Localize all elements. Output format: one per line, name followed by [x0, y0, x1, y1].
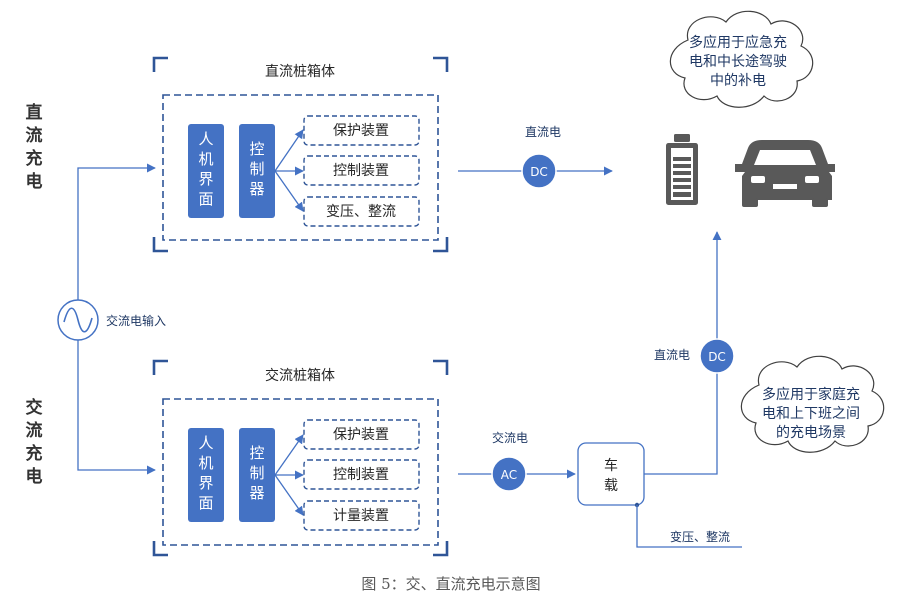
charger-note: 变压、整流: [670, 529, 730, 544]
svg-text:控: 控: [249, 444, 264, 462]
svg-text:载: 载: [604, 478, 618, 494]
svg-text:界: 界: [198, 474, 213, 492]
ac-node: AC: [491, 456, 527, 492]
svg-text:车: 车: [604, 457, 618, 474]
svg-text:计量装置: 计量装置: [333, 508, 389, 524]
svg-text:器: 器: [249, 180, 264, 198]
svg-text:人: 人: [198, 434, 213, 452]
ac-node-label: 交流电: [492, 430, 528, 445]
svg-text:面: 面: [198, 494, 213, 512]
svg-text:机: 机: [198, 150, 213, 168]
cloud-bottom: 多应用于家庭充 电和上下班之间 的充电场景: [740, 355, 885, 453]
ac-source-icon: [57, 299, 99, 341]
svg-text:电: 电: [26, 171, 43, 192]
svg-text:DC: DC: [530, 165, 548, 179]
svg-text:DC: DC: [708, 350, 726, 364]
figure-caption: 图 5：交、直流充电示意图: [361, 575, 540, 593]
dc-item-control: 控制装置: [303, 155, 420, 186]
svg-text:控制装置: 控制装置: [333, 467, 389, 483]
dc-item-rectifier: 变压、整流: [303, 196, 420, 227]
svg-text:人: 人: [198, 130, 213, 148]
svg-text:的充电场景: 的充电场景: [776, 425, 846, 441]
dc-node-right-label: 直流电: [654, 348, 690, 362]
side-label-dc: 直 流 充 电: [26, 102, 43, 192]
ac-cabinet-box: [162, 398, 439, 546]
svg-text:AC: AC: [501, 468, 517, 482]
car-icon: [735, 140, 835, 207]
dc-cabinet: 直流桩箱体 人 机 界 面 控 制 器 保护装置 控制装置 变压、整流: [152, 56, 449, 253]
svg-text:面: 面: [198, 190, 213, 208]
dc-cabinet-box: [162, 94, 439, 241]
dc-node-top-label: 直流电: [525, 125, 561, 139]
svg-text:变压、整流: 变压、整流: [326, 204, 396, 220]
ac-item-protection: 保护装置: [303, 419, 420, 450]
source-to-ac-line: [77, 340, 156, 475]
dc-return-line: [644, 231, 722, 475]
dc-node-right: DC: [699, 338, 735, 374]
svg-text:充: 充: [26, 443, 43, 464]
battery-icon: [666, 134, 698, 205]
charger-note-line: [636, 505, 742, 548]
svg-text:交: 交: [26, 397, 43, 418]
svg-text:控制装置: 控制装置: [333, 163, 389, 179]
svg-text:制: 制: [249, 464, 264, 482]
dc-item-protection: 保护装置: [303, 115, 420, 146]
svg-text:器: 器: [249, 484, 264, 502]
svg-text:中的补电: 中的补电: [710, 73, 766, 89]
svg-text:电和上下班之间: 电和上下班之间: [762, 406, 860, 422]
dc-node-top: DC: [521, 153, 557, 189]
svg-text:保护装置: 保护装置: [333, 123, 389, 139]
svg-text:控: 控: [249, 140, 264, 158]
svg-text:直: 直: [26, 102, 43, 123]
ac-controller-block: 控 制 器: [239, 428, 275, 522]
ac-input-label: 交流电输入: [106, 313, 166, 328]
svg-text:电: 电: [26, 466, 43, 487]
ac-item-control: 控制装置: [303, 459, 420, 490]
ac-cabinet: 交流桩箱体 人 机 界 面 控 制 器 保护装置 控制装置 计量装置: [152, 359, 449, 557]
dc-hmi-block: 人 机 界 面: [188, 124, 224, 218]
svg-text:充: 充: [26, 148, 43, 169]
svg-text:多应用于家庭充: 多应用于家庭充: [762, 386, 860, 403]
cloud-top: 多应用于应急充 电和中长途驾驶 中的补电: [669, 10, 814, 108]
svg-text:流: 流: [26, 125, 43, 146]
svg-text:多应用于应急充: 多应用于应急充: [689, 34, 787, 51]
ac-item-metering: 计量装置: [303, 500, 420, 531]
side-label-ac: 交 流 充 电: [26, 397, 43, 487]
svg-text:保护装置: 保护装置: [333, 427, 389, 443]
ac-cabinet-title: 交流桩箱体: [265, 367, 335, 384]
dc-cabinet-title: 直流桩箱体: [265, 63, 335, 80]
svg-text:界: 界: [198, 170, 213, 188]
svg-text:机: 机: [198, 454, 213, 472]
svg-text:制: 制: [249, 160, 264, 178]
onboard-charger: 车 载: [577, 442, 645, 506]
ac-hmi-block: 人 机 界 面: [188, 428, 224, 522]
dc-controller-block: 控 制 器: [239, 124, 275, 218]
svg-text:电和中长途驾驶: 电和中长途驾驶: [689, 53, 787, 70]
svg-text:流: 流: [26, 420, 43, 441]
source-to-dc-line: [77, 163, 156, 300]
